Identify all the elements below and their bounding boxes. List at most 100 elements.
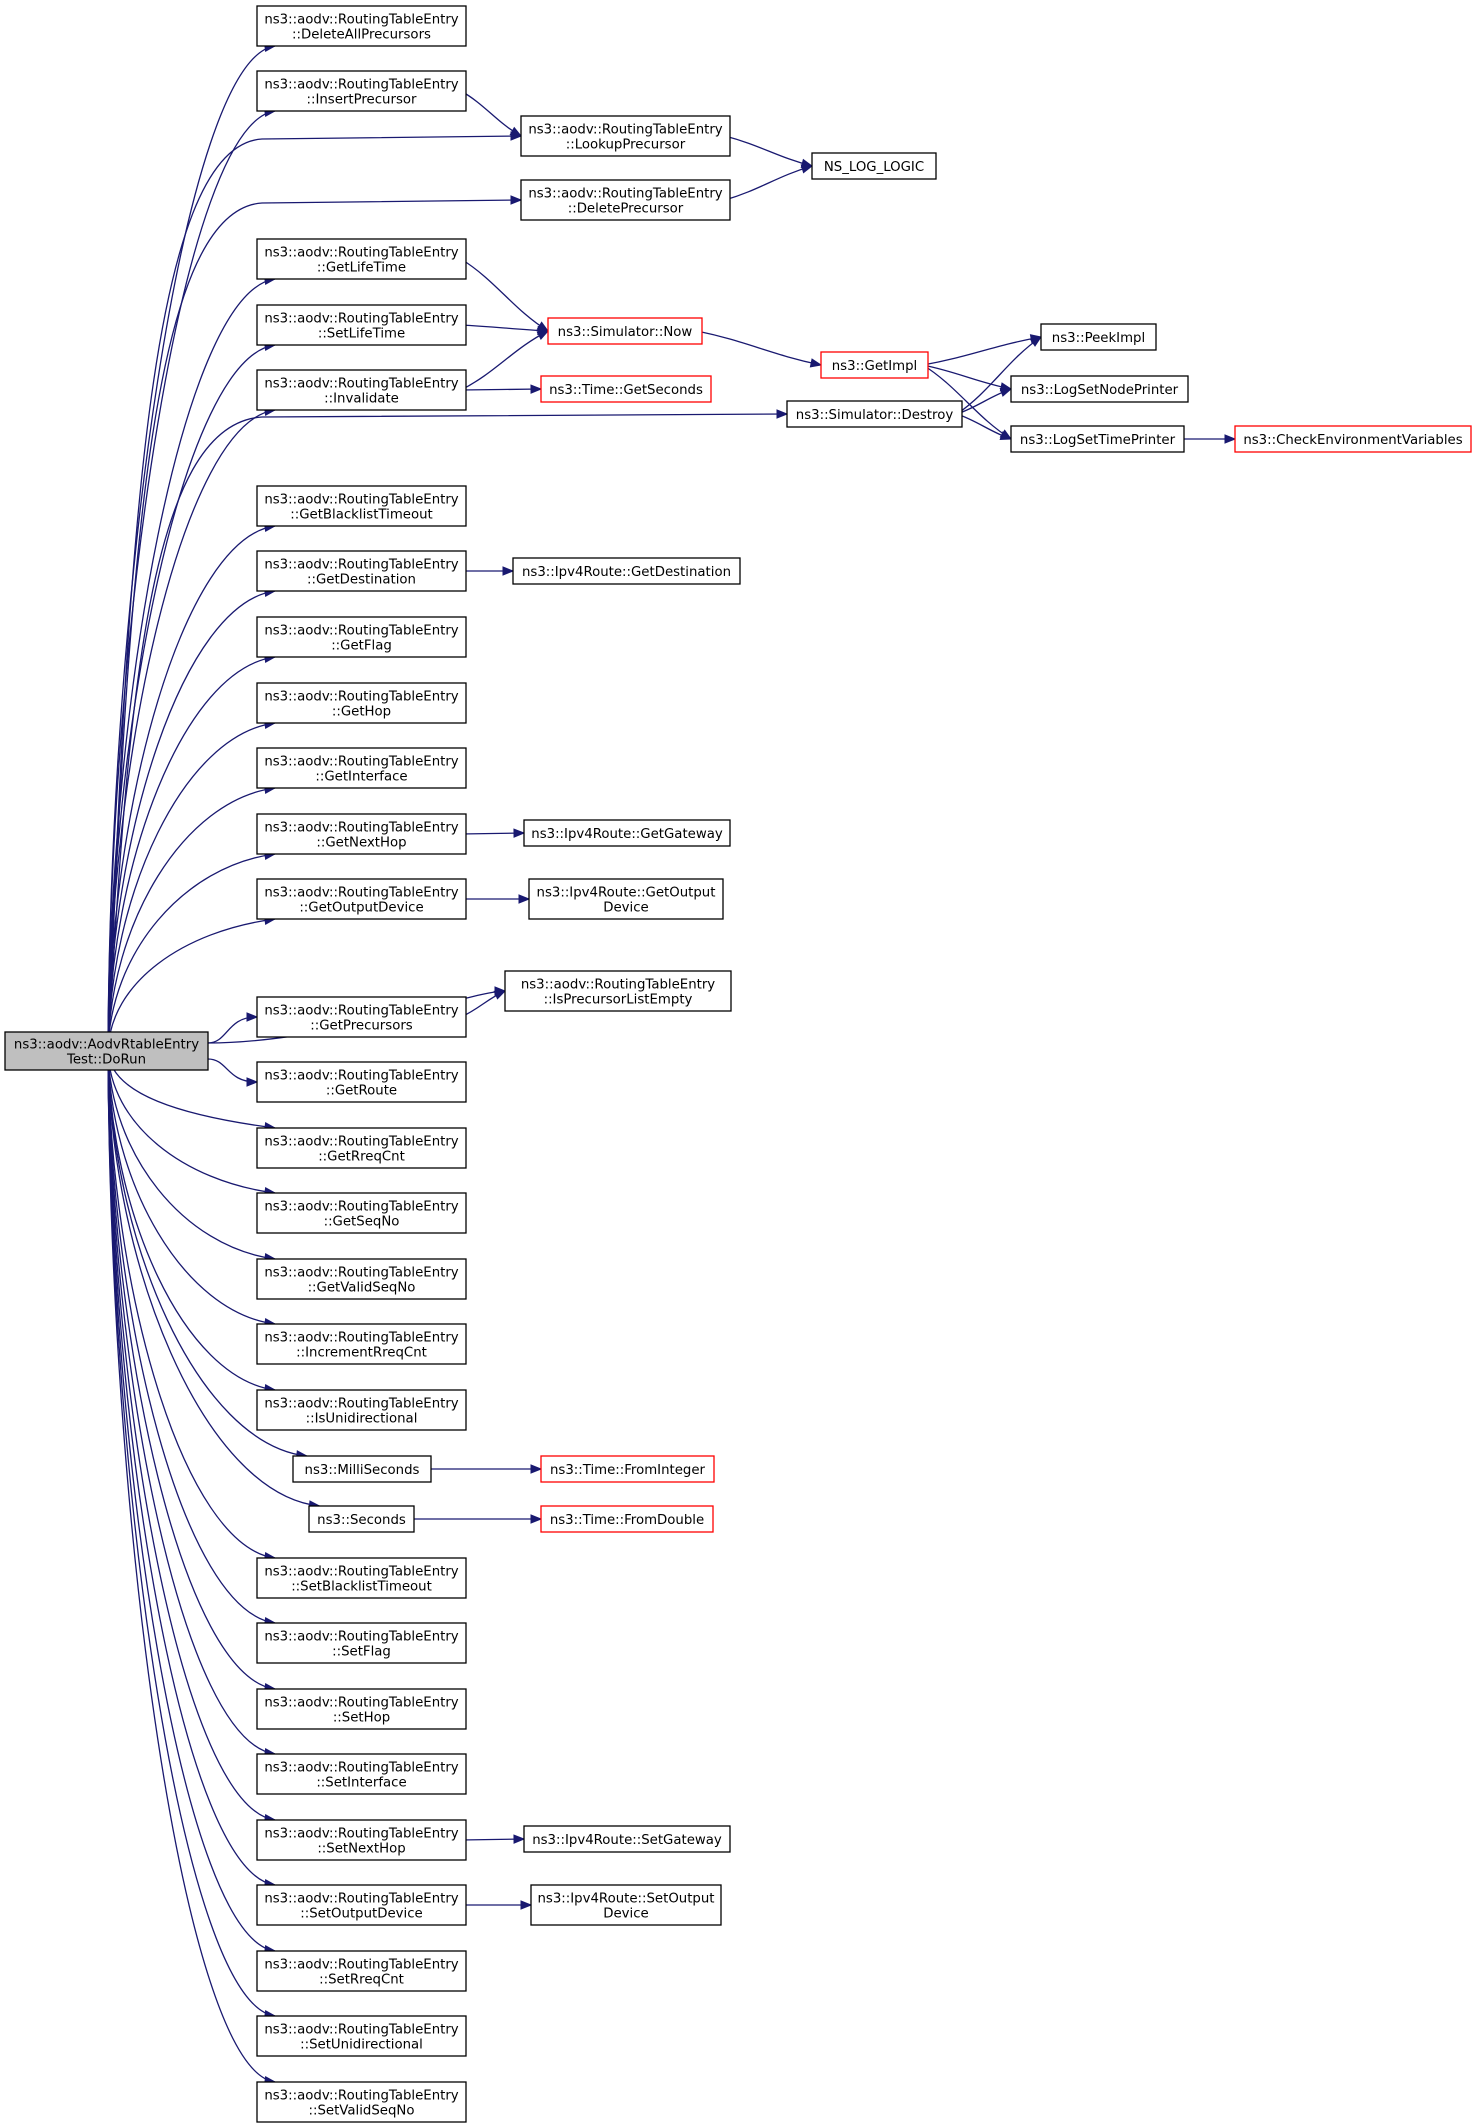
arrow-head (1224, 434, 1237, 444)
node-label: Test::DoRun (66, 1053, 146, 1068)
edge-get-output-device-to-ipv4-get-output-device (461, 894, 531, 904)
node-label: ::SetHop (333, 1711, 390, 1726)
node-label: ::SetValidSeqNo (309, 2104, 415, 2119)
call-edges (107, 42, 1237, 2086)
node-increment-rreq-cnt[interactable]: ns3::aodv::RoutingTableEntry::IncrementR… (256, 1323, 467, 1365)
node-get-blacklist-timeout[interactable]: ns3::aodv::RoutingTableEntry::GetBlackli… (256, 485, 467, 527)
node-get-hop[interactable]: ns3::aodv::RoutingTableEntry::GetHop (256, 682, 467, 724)
node-time-from-double[interactable]: ns3::Time::FromDouble (540, 1505, 714, 1533)
node-label: ::DeleteAllPrecursors (292, 28, 431, 43)
node-label: ::SetOutputDevice (300, 1907, 422, 1922)
edge-line (922, 336, 1042, 366)
node-box (256, 1127, 467, 1169)
node-get-valid-seq-no[interactable]: ns3::aodv::RoutingTableEntry::GetValidSe… (256, 1258, 467, 1300)
node-label: ::SetBlacklistTimeout (291, 1580, 432, 1595)
edge-line (107, 1050, 307, 1457)
node-box (256, 1753, 467, 1795)
node-set-output-device[interactable]: ns3::aodv::RoutingTableEntry::SetOutputD… (256, 1884, 467, 1926)
node-box (811, 152, 937, 180)
node-ipv4-set-gateway[interactable]: ns3::Ipv4Route::SetGateway (523, 1825, 731, 1853)
arrow-head (518, 894, 531, 904)
node-ipv4-set-output-device[interactable]: ns3::Ipv4Route::SetOutputDevice (530, 1884, 722, 1926)
node-label: ::SetFlag (332, 1645, 391, 1660)
node-set-next-hop[interactable]: ns3::aodv::RoutingTableEntry::SetNextHop (256, 1819, 467, 1861)
node-ipv4-get-destination[interactable]: ns3::Ipv4Route::GetDestination (512, 557, 741, 585)
node-get-next-hop[interactable]: ns3::aodv::RoutingTableEntry::GetNextHop (256, 813, 467, 855)
node-milli-seconds[interactable]: ns3::MilliSeconds (292, 1455, 432, 1483)
node-get-output-device[interactable]: ns3::aodv::RoutingTableEntry::GetOutputD… (256, 878, 467, 920)
node-set-unidirectional[interactable]: ns3::aodv::RoutingTableEntry::SetUnidire… (256, 2015, 467, 2057)
node-set-rreq-cnt[interactable]: ns3::aodv::RoutingTableEntry::SetRreqCnt (256, 1950, 467, 1992)
node-box (520, 179, 731, 221)
node-set-interface[interactable]: ns3::aodv::RoutingTableEntry::SetInterfa… (256, 1753, 467, 1795)
node-label: ns3::aodv::RoutingTableEntry (264, 1565, 458, 1580)
edge-root-to-set-blacklist-timeout (107, 1050, 277, 1562)
node-get-route[interactable]: ns3::aodv::RoutingTableEntry::GetRoute (256, 1061, 467, 1103)
node-set-flag[interactable]: ns3::aodv::RoutingTableEntry::SetFlag (256, 1622, 467, 1664)
edge-line (107, 1050, 276, 1821)
node-set-hop[interactable]: ns3::aodv::RoutingTableEntry::SetHop (256, 1688, 467, 1730)
edge-log-set-time-printer-to-check-env-vars (1179, 434, 1237, 444)
node-get-precursors[interactable]: ns3::aodv::RoutingTableEntry::GetPrecurs… (256, 996, 467, 1038)
node-label: ns3::aodv::RoutingTableEntry (264, 821, 458, 836)
node-label: ::InsertPrecursor (307, 93, 418, 108)
node-get-rreq-cnt[interactable]: ns3::aodv::RoutingTableEntry::GetRreqCnt (256, 1127, 467, 1169)
node-box (523, 1825, 731, 1853)
node-set-blacklist-timeout[interactable]: ns3::aodv::RoutingTableEntry::SetBlackli… (256, 1557, 467, 1599)
edge-root-to-set-interface (107, 1050, 277, 1758)
node-invalidate[interactable]: ns3::aodv::RoutingTableEntry::Invalidate (256, 369, 467, 411)
node-ipv4-get-output-device[interactable]: ns3::Ipv4Route::GetOutputDevice (528, 878, 724, 920)
node-get-flag[interactable]: ns3::aodv::RoutingTableEntry::GetFlag (256, 616, 467, 658)
node-get-life-time[interactable]: ns3::aodv::RoutingTableEntry::GetLifeTim… (256, 238, 467, 280)
node-sim-destroy[interactable]: ns3::Simulator::Destroy (786, 400, 963, 428)
node-peek-impl[interactable]: ns3::PeekImpl (1040, 323, 1157, 351)
node-lookup-precursor[interactable]: ns3::aodv::RoutingTableEntry::LookupPrec… (520, 115, 731, 157)
node-box (256, 682, 467, 724)
node-ipv4-get-gateway[interactable]: ns3::Ipv4Route::GetGateway (523, 819, 731, 847)
node-set-valid-seq-no[interactable]: ns3::aodv::RoutingTableEntry::SetValidSe… (256, 2081, 467, 2123)
edge-line (107, 1050, 276, 1886)
node-get-interface[interactable]: ns3::aodv::RoutingTableEntry::GetInterfa… (256, 747, 467, 789)
node-box (256, 1622, 467, 1664)
node-set-life-time[interactable]: ns3::aodv::RoutingTableEntry::SetLifeTim… (256, 304, 467, 346)
edge-get-impl-to-peek-impl (922, 334, 1043, 366)
node-box (256, 1688, 467, 1730)
node-time-from-integer[interactable]: ns3::Time::FromInteger (540, 1455, 715, 1483)
node-is-unidirectional[interactable]: ns3::aodv::RoutingTableEntry::IsUnidirec… (256, 1389, 467, 1431)
arrow-head (502, 566, 515, 576)
arrow-head (509, 126, 523, 137)
node-time-get-seconds[interactable]: ns3::Time::GetSeconds (540, 375, 712, 403)
edge-sim-destroy-to-peek-impl (956, 336, 1043, 415)
node-box (1010, 425, 1185, 453)
node-delete-precursor[interactable]: ns3::aodv::RoutingTableEntry::DeletePrec… (520, 179, 731, 221)
node-is-precursor-list-empty[interactable]: ns3::aodv::RoutingTableEntry::IsPrecurso… (504, 970, 732, 1012)
node-check-env-vars[interactable]: ns3::CheckEnvironmentVariables (1234, 425, 1472, 453)
node-label: ::GetFlag (331, 639, 392, 654)
node-label: ns3::aodv::RoutingTableEntry (264, 886, 458, 901)
node-label: ::GetValidSeqNo (308, 1281, 416, 1296)
node-label: ::GetPrecursors (310, 1019, 413, 1034)
node-ns-log-logic[interactable]: NS_LOG_LOGIC (811, 152, 937, 180)
node-get-seq-no[interactable]: ns3::aodv::RoutingTableEntry::GetSeqNo (256, 1192, 467, 1234)
node-log-set-time-printer[interactable]: ns3::LogSetTimePrinter (1010, 425, 1185, 453)
node-seconds[interactable]: ns3::Seconds (308, 1505, 415, 1533)
node-box (256, 1258, 467, 1300)
node-box (256, 550, 467, 592)
edge-line (107, 278, 276, 1052)
edge-root-to-set-hop (107, 1050, 277, 1693)
edge-line (460, 324, 549, 332)
edge-line (207, 1016, 257, 1044)
node-sim-now[interactable]: ns3::Simulator::Now (547, 317, 703, 345)
node-delete-all-precursors[interactable]: ns3::aodv::RoutingTableEntry::DeleteAllP… (256, 5, 467, 47)
node-label: ns3::aodv::RoutingTableEntry (264, 1331, 458, 1346)
node-log-set-node-printer[interactable]: ns3::LogSetNodePrinter (1010, 375, 1189, 403)
edge-get-impl-to-log-set-node-printer (922, 364, 1013, 392)
node-label: ns3::aodv::RoutingTableEntry (264, 1827, 458, 1842)
node-get-impl[interactable]: ns3::GetImpl (820, 351, 929, 379)
node-label: ns3::aodv::RoutingTableEntry (264, 1266, 458, 1281)
node-get-destination[interactable]: ns3::aodv::RoutingTableEntry::GetDestina… (256, 550, 467, 592)
node-insert-precursor[interactable]: ns3::aodv::RoutingTableEntry::InsertPrec… (256, 70, 467, 112)
edge-set-output-device-to-ipv4-set-output-device (461, 1900, 533, 1910)
node-box (308, 1505, 415, 1533)
